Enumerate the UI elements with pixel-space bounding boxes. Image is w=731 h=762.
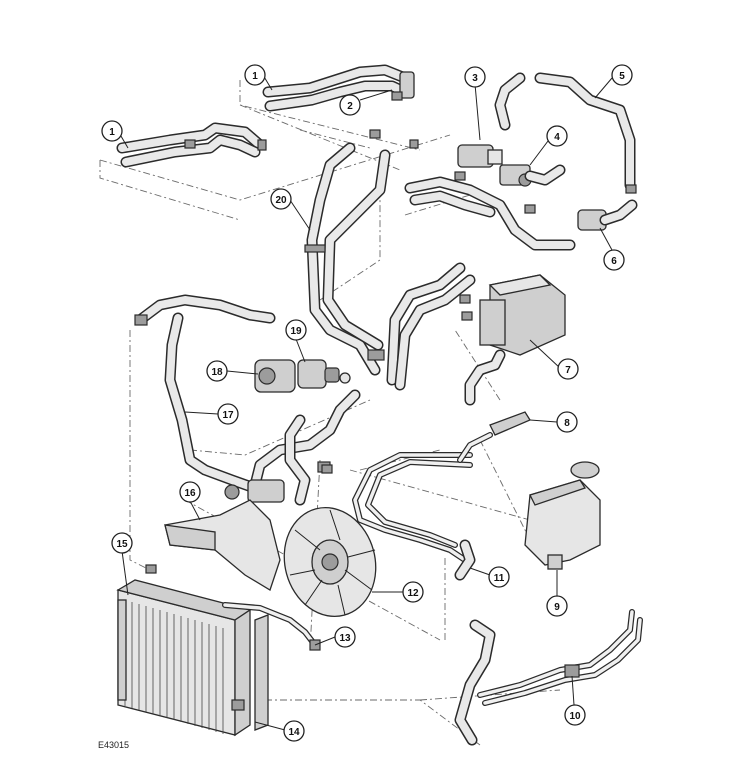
- callout-20: 20: [270, 188, 292, 210]
- coolant-expansion-tank: [524, 461, 601, 570]
- svg-text:19: 19: [290, 326, 302, 337]
- callout-17: 17: [217, 403, 239, 425]
- heater-hose-assembly-left: [116, 122, 267, 168]
- svg-text:1: 1: [109, 127, 115, 138]
- callouts: 1 1 2 3 4 5 6 7 8 9 10 11 12 13 14 15 16…: [101, 64, 633, 742]
- radiator: [116, 579, 269, 737]
- callout-18: 18: [206, 360, 228, 382]
- callout-6: 6: [603, 249, 625, 271]
- lower-coolant-pipes: [454, 609, 643, 746]
- callout-15: 15: [111, 532, 133, 554]
- callout-9: 9: [546, 595, 568, 617]
- callout-leaders: [117, 74, 613, 731]
- svg-text:4: 4: [554, 132, 560, 143]
- hose-clips: [145, 129, 536, 574]
- cooling-fan: [283, 506, 377, 618]
- svg-text:18: 18: [211, 367, 223, 378]
- callout-10: 10: [564, 704, 586, 726]
- figure-code: E43015: [98, 740, 130, 750]
- water-pump-group: [254, 359, 351, 393]
- svg-text:8: 8: [564, 418, 570, 429]
- callout-11: 11: [488, 566, 510, 588]
- svg-text:17: 17: [222, 410, 234, 421]
- svg-text:11: 11: [494, 573, 505, 584]
- fan-shroud: [164, 499, 281, 591]
- svg-text:5: 5: [619, 71, 625, 82]
- svg-text:20: 20: [275, 195, 287, 206]
- svg-text:7: 7: [565, 365, 571, 376]
- svg-text:12: 12: [407, 588, 419, 599]
- main-coolant-hose: [134, 294, 361, 506]
- callout-4: 4: [546, 125, 568, 147]
- callout-3: 3: [464, 66, 486, 88]
- right-heater-hose-set: [404, 72, 638, 251]
- svg-text:13: 13: [339, 633, 351, 644]
- long-bypass-hoses: [304, 142, 476, 391]
- callout-16: 16: [179, 481, 201, 503]
- callout-13: 13: [334, 626, 356, 648]
- svg-text:9: 9: [554, 602, 560, 613]
- callout-1-right: 1: [244, 64, 266, 86]
- callout-2: 2: [339, 94, 361, 116]
- heater-hose-assembly-right: [262, 64, 415, 112]
- callout-1-left: 1: [101, 120, 123, 142]
- callout-12: 12: [402, 581, 424, 603]
- callout-8: 8: [556, 411, 578, 433]
- svg-text:6: 6: [611, 256, 617, 267]
- transmission-cooler-pipes: [352, 452, 476, 581]
- coolant-valve-assembly: [457, 72, 566, 187]
- callout-14: 14: [283, 720, 305, 742]
- svg-text:3: 3: [472, 73, 478, 84]
- svg-text:15: 15: [116, 539, 128, 550]
- svg-text:2: 2: [347, 101, 353, 112]
- callout-5: 5: [611, 64, 633, 86]
- callout-19: 19: [285, 319, 307, 341]
- svg-text:14: 14: [288, 727, 300, 738]
- svg-text:16: 16: [184, 488, 196, 499]
- callout-7: 7: [557, 358, 579, 380]
- auxiliary-heater-unit: [464, 274, 566, 406]
- svg-text:1: 1: [252, 71, 258, 82]
- svg-text:10: 10: [569, 711, 581, 722]
